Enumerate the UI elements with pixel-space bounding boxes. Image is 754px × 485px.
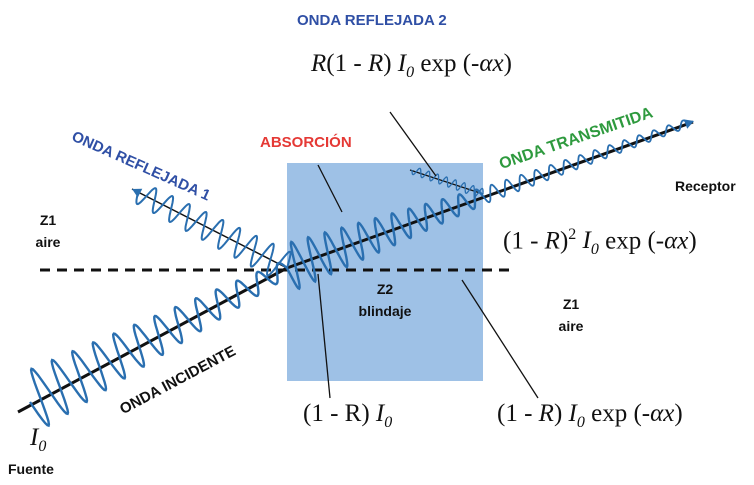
leader-reflected2 <box>389 111 437 177</box>
reflected-ray-1 <box>131 188 288 269</box>
leader-exiting <box>461 279 539 399</box>
onda-reflejada-2-label: ONDA REFLEJADA 2 <box>297 12 447 29</box>
z2-medium: blindaje <box>358 303 412 319</box>
reflected-wave-2 <box>411 167 484 198</box>
z1-left-zone: Z1 <box>39 212 57 228</box>
transmitted-wave <box>482 119 689 204</box>
z1-right-zone: Z1 <box>562 296 580 312</box>
z1-right-label: Z1 aire <box>546 296 596 334</box>
reflected-wave-1 <box>135 187 292 277</box>
leader-absorcion <box>317 164 343 213</box>
absorbed-wave <box>285 188 484 291</box>
leader-entering <box>317 273 331 399</box>
absorcion-label: ABSORCIÓN <box>260 134 352 151</box>
reflected-ray-2 <box>409 169 484 195</box>
exiting-formula: (1 - R) I0 exp (-αx) <box>497 400 683 431</box>
incident-wave <box>29 261 288 428</box>
z1-left-label: Z1 aire <box>28 212 68 250</box>
reflected-wave-1-arrow <box>132 188 143 198</box>
entering-formula: (1 - R) I0 <box>303 400 393 431</box>
z2-label: Z2 blindaje <box>340 281 430 319</box>
reflected2-formula: R(1 - R) I0 exp (-αx) <box>311 50 512 81</box>
incident-ray <box>17 266 288 414</box>
z1-right-medium: aire <box>558 318 584 334</box>
incident-formula: I0 <box>30 424 47 455</box>
fuente-label: Fuente <box>8 461 54 477</box>
receptor-label: Receptor <box>675 178 736 194</box>
shield-block <box>287 163 483 381</box>
z2-zone: Z2 <box>376 281 394 297</box>
transmitted-wave-arrow <box>683 119 694 129</box>
z1-left-medium: aire <box>35 234 61 250</box>
transmitted-formula: (1 - R)2 I0 exp (-αx) <box>503 226 697 259</box>
